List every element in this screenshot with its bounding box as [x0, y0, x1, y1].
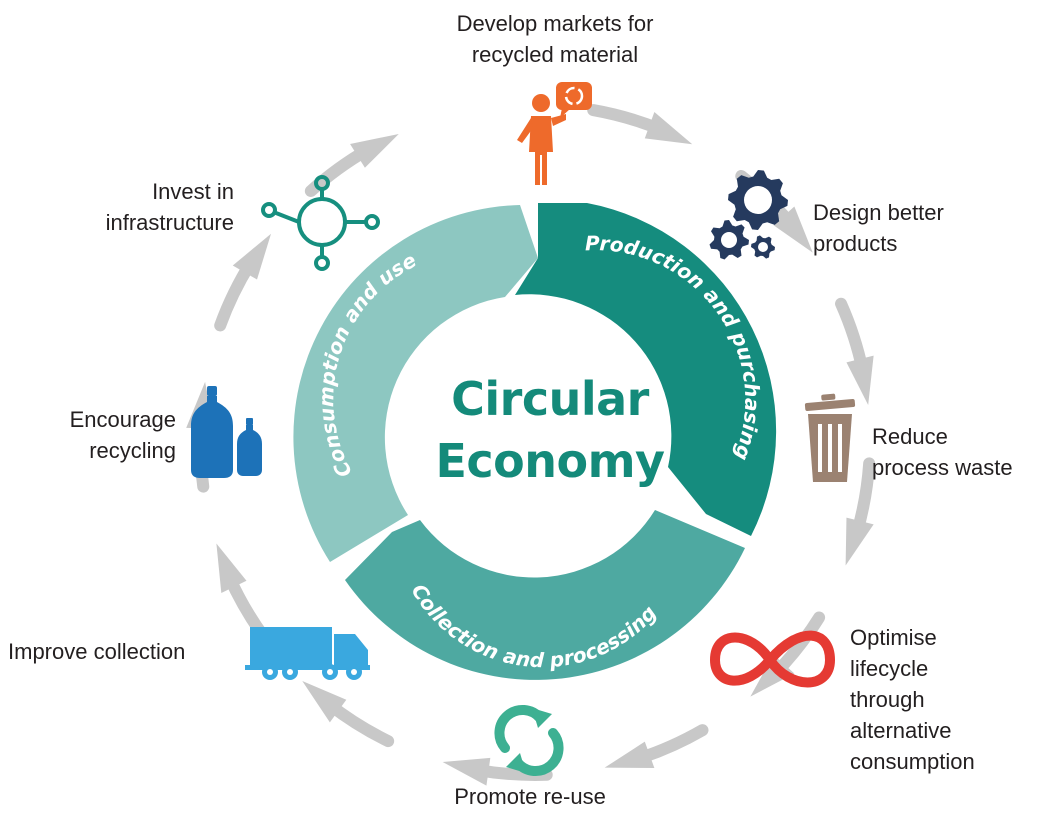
segment-consumption-and-use — [293, 205, 538, 562]
cycle-arrow-head — [750, 654, 795, 697]
truck-icon — [245, 627, 370, 680]
step-label-invest-infrastructure: Invest in infrastructure — [105, 179, 234, 235]
network-node-icon — [261, 175, 380, 271]
infinity-icon — [710, 630, 835, 688]
circular-economy-title: Circular Economy — [435, 372, 665, 488]
cycle-arrow-head — [442, 757, 491, 786]
bottles-icon — [191, 386, 262, 478]
gear-hole — [758, 242, 768, 252]
cycle-arrow-head — [604, 741, 655, 768]
gear-hole — [744, 186, 772, 214]
cycle-arrow-head — [644, 112, 693, 145]
step-label-optimise-lifecycle: Optimise lifecycle through alternative c… — [850, 625, 975, 774]
step-label-develop-markets: Develop markets for recycled material — [456, 11, 654, 67]
person-recycle-icon — [517, 82, 592, 185]
outer-cycle-arrows — [186, 104, 876, 786]
step-label-promote-reuse: Promote re-use — [454, 784, 606, 809]
trash-bin-icon — [804, 393, 856, 482]
step-label-improve-collection: Improve collection — [8, 639, 186, 664]
cycle-arrow-head — [845, 517, 874, 566]
step-label-reduce-waste: Reduce process waste — [872, 424, 1013, 480]
step-label-encourage-recycling: Encourage recycling — [69, 407, 176, 463]
refresh-arrows-icon — [494, 704, 564, 777]
segment-collection-and-processing — [345, 510, 745, 680]
gears-icon — [709, 170, 788, 260]
cycle-arrow-head — [302, 680, 347, 723]
cycle-arrow-head — [350, 133, 399, 168]
segment-production-and-purchasing — [515, 203, 777, 536]
step-label-design-products: Design better products — [813, 200, 944, 256]
cycle-arrow-head — [232, 233, 272, 280]
cycle-arrow-head — [846, 355, 874, 405]
cycle-arrow-head — [773, 206, 813, 253]
gear-hole — [721, 232, 737, 248]
cycle-arrow-head — [216, 543, 247, 593]
